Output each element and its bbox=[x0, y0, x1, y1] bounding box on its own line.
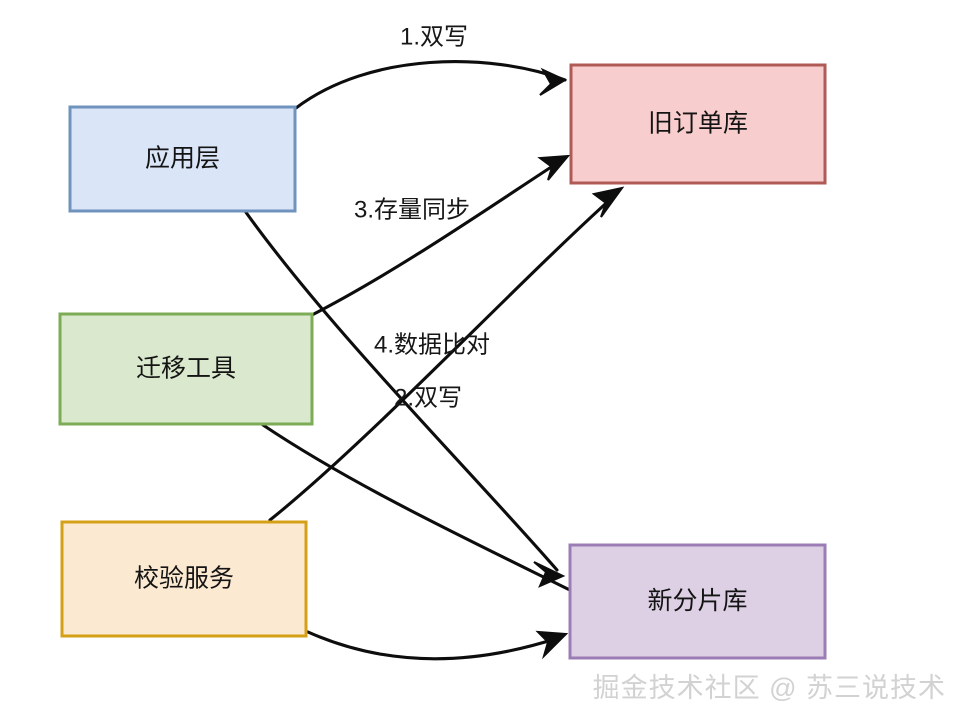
edge-line-edge-4 bbox=[261, 423, 602, 607]
edge-label-edge-4: 4.数据比对 bbox=[374, 331, 490, 358]
arrowhead-icon bbox=[537, 154, 571, 181]
node-app-layer[interactable]: 应用层 bbox=[68, 105, 297, 213]
edge-edge-6 bbox=[306, 630, 569, 661]
edge-label-edge-2: 2.双写 bbox=[394, 384, 462, 411]
node-label-old-order-db: 旧订单库 bbox=[648, 110, 748, 138]
edge-label-edge-1: 1.双写 bbox=[400, 23, 468, 50]
node-box-migration-tool[interactable] bbox=[58, 312, 314, 426]
edge-line-edge-6 bbox=[306, 630, 560, 661]
arrowhead-icon bbox=[535, 630, 569, 660]
arrowhead-icon bbox=[539, 67, 568, 96]
node-box-verify-service[interactable] bbox=[60, 520, 308, 638]
node-box-new-shard-db[interactable] bbox=[568, 543, 827, 660]
edge-label-edge-3: 3.存量同步 bbox=[354, 196, 470, 223]
node-migration-tool[interactable]: 迁移工具 bbox=[58, 312, 314, 426]
edge-edge-3 bbox=[308, 154, 571, 318]
node-label-verify-service: 校验服务 bbox=[134, 565, 234, 593]
edge-line-edge-3 bbox=[308, 158, 564, 318]
edge-line-edge-2 bbox=[243, 209, 559, 572]
edge-line-edge-5 bbox=[268, 194, 616, 522]
node-label-migration-tool: 迁移工具 bbox=[136, 355, 236, 383]
watermark-text: 掘金技术社区 @ 苏三说技术 bbox=[593, 673, 946, 703]
node-verify-service[interactable]: 校验服务 bbox=[60, 520, 308, 638]
edge-edge-2 bbox=[243, 209, 566, 588]
node-box-old-order-db[interactable] bbox=[569, 63, 827, 185]
edge-labels-layer: 1.双写 2.双写 3.存量同步 4.数据比对 bbox=[354, 23, 490, 411]
node-new-shard-db[interactable]: 新分片库 bbox=[568, 543, 827, 660]
node-old-order-db[interactable]: 旧订单库 bbox=[569, 63, 827, 185]
arrowhead-icon bbox=[533, 561, 566, 588]
edge-line-edge-1 bbox=[294, 60, 567, 110]
node-label-new-shard-db: 新分片库 bbox=[647, 587, 747, 615]
edge-edge-4 bbox=[261, 423, 615, 629]
node-label-app-layer: 应用层 bbox=[145, 145, 220, 173]
arrowhead-icon bbox=[591, 186, 625, 218]
edge-edge-1 bbox=[294, 60, 568, 110]
node-box-app-layer[interactable] bbox=[68, 105, 297, 213]
edge-edge-5 bbox=[268, 186, 625, 522]
